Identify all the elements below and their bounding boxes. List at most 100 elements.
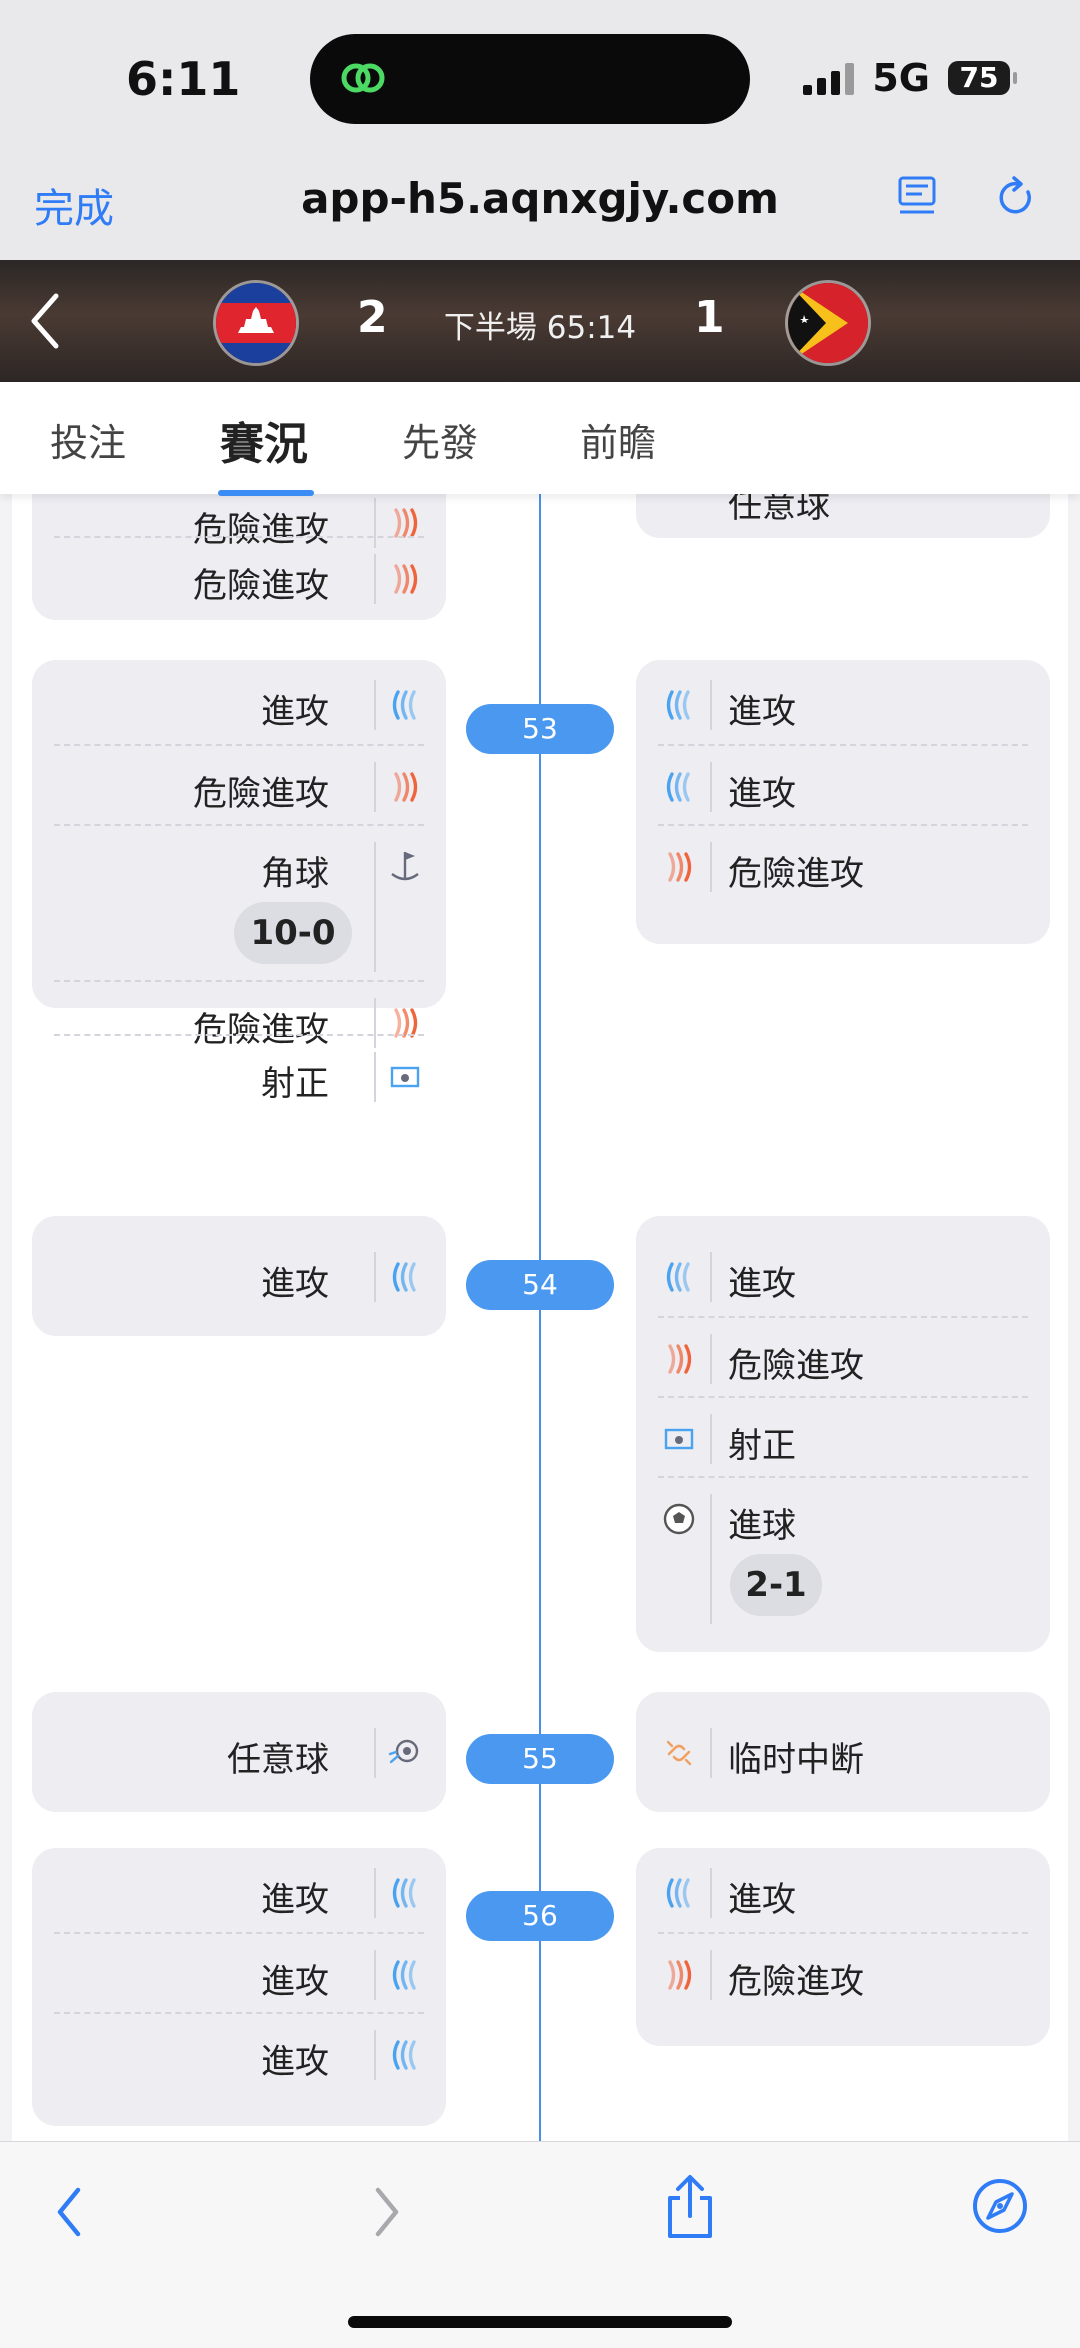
status-indicators: 5G 75 (803, 56, 1017, 100)
dynamic-island (310, 34, 750, 124)
dangerous-attack-icon (668, 852, 692, 882)
match-timeline[interactable]: 危險進攻 危險進攻 任意球 53 進攻 危險進攻 角球 (0, 494, 1080, 2141)
event-divider (710, 1868, 712, 1918)
event-row: 進攻 (54, 1932, 424, 2014)
event-divider (374, 998, 376, 1048)
event-card-away: 進攻 危險進攻 射正 進球 2-1 (636, 1216, 1050, 1652)
attack-icon (392, 1960, 416, 1990)
event-divider (374, 1052, 376, 1102)
tab-betting[interactable]: 投注 (50, 421, 127, 465)
event-name: 進攻 (728, 1264, 796, 1304)
share-icon[interactable] (662, 2172, 718, 2242)
event-name: 危險進攻 (193, 1010, 329, 1050)
event-name: 進攻 (261, 1962, 329, 2002)
timeline-axis (539, 494, 541, 2141)
event-name: 進攻 (728, 1880, 796, 1920)
timor-leste-flag-icon (788, 283, 868, 363)
event-name: 任意球 (227, 1740, 329, 1780)
cellular-signal-icon (803, 61, 855, 95)
event-name: 危險進攻 (193, 566, 329, 606)
dangerous-attack-icon (394, 564, 418, 594)
event-name: 危險進攻 (193, 774, 329, 814)
event-row: 危險進攻 (54, 536, 424, 618)
event-row: 危險進攻 (658, 824, 1028, 906)
event-row: 進攻 (54, 1852, 424, 1932)
event-divider (374, 680, 376, 730)
event-row: 進攻 (54, 2012, 424, 2094)
event-row: 危險進攻 (658, 1316, 1028, 1398)
minute-marker: 53 (466, 704, 614, 754)
attack-icon (392, 1262, 416, 1292)
minute-marker: 54 (466, 1260, 614, 1310)
event-divider (374, 1950, 376, 2000)
network-type: 5G (872, 56, 930, 100)
event-divider (710, 680, 712, 730)
attack-icon (666, 1262, 690, 1292)
event-name: 危險進攻 (728, 854, 864, 894)
event-divider (710, 1494, 712, 1624)
event-divider (374, 2030, 376, 2080)
minute-marker: 55 (466, 1734, 614, 1784)
event-divider (374, 1252, 376, 1302)
event-name: 進攻 (261, 1264, 329, 1304)
home-team-flag[interactable] (213, 280, 299, 366)
event-name: 射正 (261, 1064, 329, 1104)
back-arrow-icon[interactable] (26, 290, 66, 352)
app-activity-icon (341, 63, 385, 93)
event-name: 任意球 (728, 494, 830, 526)
cambodia-flag-icon (216, 283, 296, 363)
minute-marker: 56 (466, 1891, 614, 1941)
event-card-away-prev: 任意球 (636, 494, 1050, 538)
away-team-flag[interactable] (785, 280, 871, 366)
free-kick-icon (388, 1739, 419, 1764)
event-row: 進攻 (658, 1236, 1028, 1316)
event-card-home: 進攻 (32, 1216, 446, 1336)
event-divider (710, 1252, 712, 1302)
event-name: 進攻 (261, 1880, 329, 1920)
status-time: 6:11 (126, 52, 241, 106)
attack-icon (666, 690, 690, 720)
active-tab-indicator (218, 490, 314, 496)
event-divider (710, 1414, 712, 1464)
battery-icon: 75 (948, 61, 1017, 95)
event-name: 危險進攻 (193, 510, 329, 550)
event-divider (710, 1950, 712, 2000)
browser-forward-icon[interactable] (366, 2182, 406, 2242)
event-divider (710, 762, 712, 812)
event-name: 進攻 (261, 692, 329, 732)
home-score: 2 (357, 292, 388, 343)
done-button[interactable]: 完成 (34, 186, 114, 232)
tab-match-events[interactable]: 賽況 (220, 419, 308, 470)
dangerous-attack-icon (668, 1960, 692, 1990)
event-row: 進攻 (54, 664, 424, 744)
reload-icon[interactable] (994, 174, 1038, 220)
home-indicator[interactable] (348, 2316, 732, 2328)
interruption-icon (666, 1740, 692, 1766)
event-row: 角球 10-0 (54, 824, 424, 980)
reader-mode-icon[interactable] (896, 174, 940, 218)
attack-icon (666, 772, 690, 802)
score-chip: 10-0 (234, 902, 352, 964)
event-divider (374, 1728, 376, 1778)
tab-lineups[interactable]: 先發 (402, 421, 479, 465)
tab-preview[interactable]: 前瞻 (580, 421, 657, 465)
event-divider (374, 842, 376, 972)
attack-icon (666, 1878, 690, 1908)
event-card-home: 進攻 進攻 進攻 (32, 1848, 446, 2126)
dangerous-attack-icon (668, 1344, 692, 1374)
event-row: 临时中断 (658, 1712, 1028, 1792)
event-row: 危險進攻 (54, 494, 424, 562)
event-card-home: 任意球 (32, 1692, 446, 1812)
browser-back-icon[interactable] (50, 2182, 90, 2242)
event-name: 進攻 (728, 774, 796, 814)
event-row: 射正 (54, 1034, 424, 1116)
event-row: 危險進攻 (54, 744, 424, 826)
event-card-home: 進攻 危險進攻 角球 10-0 (32, 660, 446, 1008)
browser-bottom-toolbar (0, 2141, 1080, 2348)
address-bar[interactable]: app-h5.aqnxgjy.com (301, 174, 779, 223)
event-name: 角球 (261, 854, 329, 894)
event-divider (374, 1868, 376, 1918)
event-name: 射正 (728, 1426, 796, 1466)
score-chip: 2-1 (730, 1554, 822, 1616)
compass-icon[interactable] (970, 2176, 1030, 2236)
